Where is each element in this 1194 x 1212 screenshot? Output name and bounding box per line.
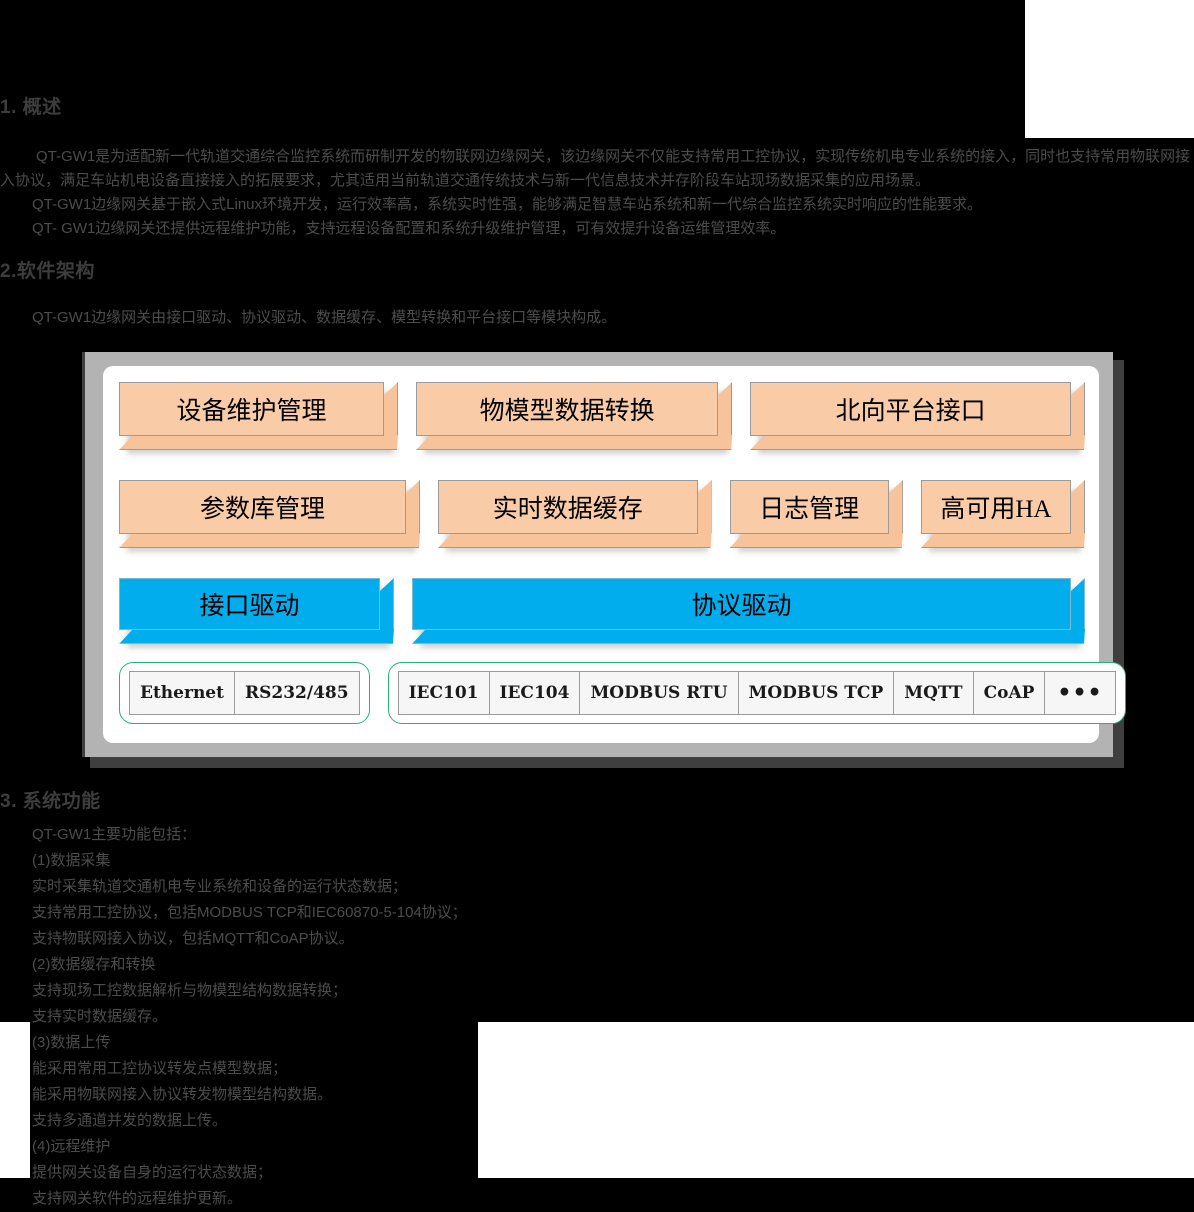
box-bottom-face [921, 533, 1085, 548]
diagram-row-services: 参数库管理实时数据缓存日志管理高可用HA [119, 480, 1085, 566]
overview-paragraph-3: QT- GW1边缘网关还提供远程维护功能，支持远程设备配置和系统升级维护管理，可… [32, 220, 786, 237]
document-body: 1. 概述 QT-GW1是为适配新一代轨道交通综合监控系统而研制开发的物联网边缘… [0, 97, 1191, 1207]
system-function-line: (3)数据上传 [32, 1034, 111, 1051]
box-side-face [1070, 480, 1085, 548]
system-function-line: 支持网关软件的远程维护更新。 [32, 1190, 243, 1207]
box-bottom-face [750, 435, 1085, 450]
diagram-box: 参数库管理 [119, 480, 420, 548]
system-function-line: 实时采集轨道交通机电专业系统和设备的运行状态数据； [32, 878, 408, 895]
protocol-cell-strip: Ethernet RS232/485 [129, 671, 360, 715]
protocol-cell: MQTT [894, 672, 974, 714]
overview-paragraph-2: QT-GW1边缘网关基于嵌入式Linux环境开发，运行效率高，系统实时性强，能够… [32, 196, 983, 213]
system-function-line: 支持常用工控协议，包括MODBUS TCP和IEC60870-5-104协议； [32, 904, 467, 921]
diagram-box: 设备维护管理 [119, 382, 398, 450]
section-heading-system-functions: 3. 系统功能 [0, 791, 101, 812]
box-side-face [717, 382, 732, 450]
protocol-cell: MODBUS RTU [580, 672, 739, 714]
diagram-outer-frame: 设备维护管理物模型数据转换北向平台接口 参数库管理实时数据缓存日志管理高可用HA… [82, 352, 1126, 757]
diagram-inner-panel: 设备维护管理物模型数据转换北向平台接口 参数库管理实时数据缓存日志管理高可用HA… [103, 366, 1126, 743]
box-bottom-face [438, 533, 712, 548]
diagram-box: 实时数据缓存 [437, 480, 712, 548]
diagram-row-drivers: 接口驱动协议驱动 [119, 578, 1085, 652]
diagram-box-label: 北向平台接口 [750, 382, 1071, 436]
diagram-box-label: 高可用HA [920, 480, 1071, 534]
background-patch-top-right [1025, 0, 1194, 138]
box-bottom-face [412, 629, 1085, 644]
section-heading-software-architecture: 2.软件架构 [0, 261, 95, 282]
box-bottom-face [119, 533, 420, 548]
diagram-box-label: 物模型数据转换 [416, 382, 719, 436]
diagram-box: 接口驱动 [119, 578, 394, 644]
box-side-face [1070, 382, 1085, 450]
diagram-box: 物模型数据转换 [416, 382, 732, 450]
system-function-line: QT-GW1主要功能包括： [32, 826, 197, 843]
diagram-box-label: 日志管理 [729, 480, 889, 534]
diagram-box: 协议驱动 [411, 578, 1085, 644]
system-function-line: (1)数据采集 [32, 852, 111, 869]
box-side-face [1070, 578, 1085, 644]
protocol-cell: MODBUS TCP [739, 672, 895, 714]
diagram-box-label: 实时数据缓存 [437, 480, 698, 534]
system-functions-list: QT-GW1主要功能包括： (1)数据采集实时采集轨道交通机电专业系统和设备的运行… [32, 822, 467, 1212]
system-function-line: 能采用物联网接入协议转发物模型结构数据。 [32, 1086, 333, 1103]
protocol-cell: IEC101 [399, 672, 490, 714]
protocol-cell: CoAP [974, 672, 1046, 714]
protocol-more-icon: ••• [1057, 680, 1103, 706]
system-function-line: 支持实时数据缓存。 [32, 1008, 168, 1025]
diagram-box-label: 协议驱动 [411, 578, 1071, 630]
system-function-line: 支持多通道并发的数据上传。 [32, 1112, 228, 1129]
protocol-group-interface-protocols: Ethernet RS232/485 [119, 662, 370, 724]
box-bottom-face [730, 533, 903, 548]
diagram-box-label: 接口驱动 [119, 578, 380, 630]
diagram-box-label: 设备维护管理 [119, 382, 384, 436]
system-function-line: (2)数据缓存和转换 [32, 956, 156, 973]
protocol-cell: RS232/485 [244, 683, 349, 703]
protocol-cell: IEC104 [490, 672, 581, 714]
system-function-line: (4)远程维护 [32, 1138, 111, 1155]
diagram-box: 日志管理 [729, 480, 903, 548]
box-bottom-face [416, 435, 732, 450]
diagram-box: 高可用HA [920, 480, 1085, 548]
background-patch-bottom-right [478, 1022, 1194, 1178]
system-function-line: 支持现场工控数据解析与物模型结构数据转换； [32, 982, 348, 999]
box-side-face [697, 480, 712, 548]
background-patch-bottom-left [0, 1022, 30, 1178]
system-function-line: 提供网关设备自身的运行状态数据； [32, 1164, 273, 1181]
architecture-intro-paragraph: QT-GW1边缘网关由接口驱动、协议驱动、数据缓存、模型转换和平台接口等模块构成… [32, 309, 617, 326]
system-function-line: 能采用常用工控协议转发点模型数据； [32, 1060, 288, 1077]
box-side-face [888, 480, 903, 548]
box-bottom-face [119, 435, 398, 450]
box-bottom-face [119, 629, 394, 644]
diagram-row-application: 设备维护管理物模型数据转换北向平台接口 [119, 382, 1085, 468]
box-side-face [383, 382, 398, 450]
overview-paragraph-1: QT-GW1是为适配新一代轨道交通综合监控系统而研制开发的物联网边缘网关，该边缘… [0, 148, 1191, 189]
diagram-box-label: 参数库管理 [119, 480, 406, 534]
diagram-box: 北向平台接口 [750, 382, 1085, 450]
architecture-diagram: 设备维护管理物模型数据转换北向平台接口 参数库管理实时数据缓存日志管理高可用HA… [82, 352, 1126, 768]
section-heading-overview: 1. 概述 [0, 97, 62, 118]
system-function-line: 支持物联网接入协议，包括MQTT和CoAP协议。 [32, 930, 354, 947]
box-side-face [379, 578, 394, 644]
box-side-face [405, 480, 420, 548]
protocol-cell: Ethernet [130, 672, 235, 714]
